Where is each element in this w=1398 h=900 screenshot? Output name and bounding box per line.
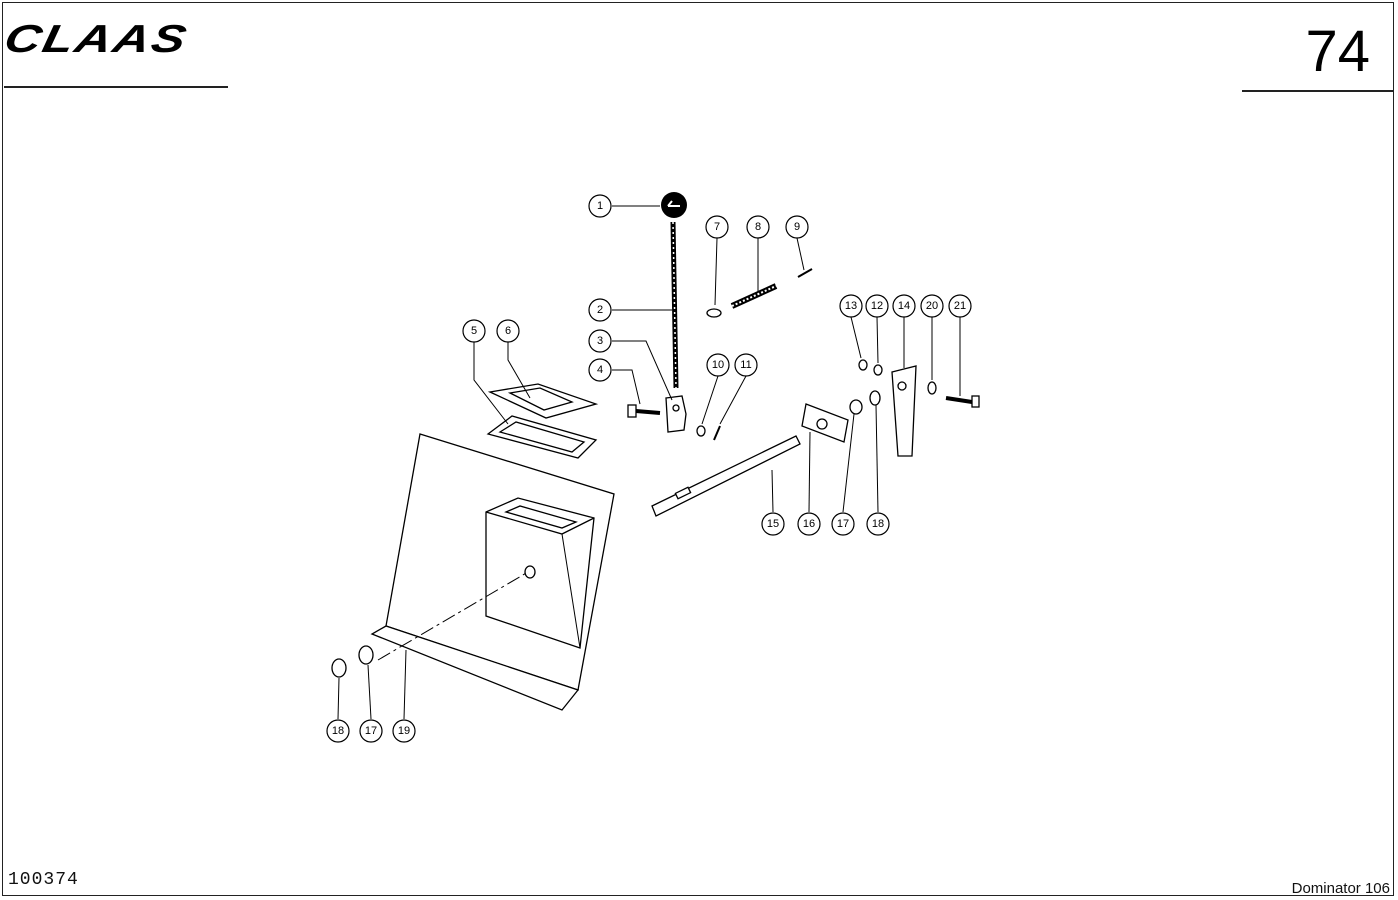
callout-7: 7 (705, 215, 729, 239)
part-10-washer (696, 425, 706, 437)
callout-6: 6 (496, 319, 520, 343)
svg-text:17: 17 (837, 518, 849, 530)
svg-text:16: 16 (803, 518, 815, 530)
part-7-ring (706, 308, 722, 318)
machine-model: Dominator 106 (1291, 880, 1390, 897)
callout-10: 10 (706, 353, 730, 377)
part-16-bearing-plate (801, 403, 849, 443)
callout-8: 8 (746, 215, 770, 239)
svg-text:12: 12 (871, 300, 883, 312)
callout-9: 9 (785, 215, 809, 239)
part-15-shaft (651, 435, 801, 517)
callout-21: 21 (948, 294, 972, 318)
part-14-lever-arm (891, 365, 917, 457)
svg-text:3: 3 (597, 335, 603, 347)
callout-18-right: 18 (866, 512, 890, 536)
svg-text:4: 4 (597, 364, 603, 376)
svg-text:6: 6 (505, 325, 511, 337)
callout-20: 20 (920, 294, 944, 318)
svg-text:19: 19 (398, 725, 410, 737)
part-21-bolt (945, 395, 980, 408)
leader-lines (337, 205, 961, 720)
part-5-gate-guide (486, 415, 598, 459)
svg-text:18: 18 (332, 725, 344, 737)
part-20-washer (927, 381, 937, 395)
part-4-bolt (627, 404, 661, 418)
svg-text:10: 10 (712, 359, 724, 371)
callout-15: 15 (761, 512, 785, 536)
svg-text:5: 5 (471, 325, 477, 337)
svg-text:9: 9 (794, 221, 800, 233)
svg-text:2: 2 (597, 304, 603, 316)
callout-5: 5 (462, 319, 486, 343)
part-17-bushing-right (849, 399, 863, 415)
callout-11: 11 (734, 353, 758, 377)
callout-19: 19 (392, 719, 416, 743)
page-number: 74 (1305, 19, 1370, 84)
callout-4: 4 (588, 358, 612, 382)
svg-text:8: 8 (755, 221, 761, 233)
callout-17-right: 17 (831, 512, 855, 536)
callout-1: 1 (588, 194, 612, 218)
callout-14: 14 (892, 294, 916, 318)
part-19-console-panel (370, 433, 615, 711)
svg-text:13: 13 (845, 300, 857, 312)
svg-text:15: 15 (767, 518, 779, 530)
part-12-washer (873, 364, 883, 376)
part-18-washer-right (869, 390, 881, 406)
svg-text:17: 17 (365, 725, 377, 737)
drawing-number: 100374 (8, 870, 79, 890)
part-3-block (665, 395, 687, 433)
header-rule-right (1242, 90, 1394, 92)
header-rule-left (4, 86, 228, 88)
part-6-gate-plate (487, 383, 599, 419)
callout-18-left: 18 (326, 719, 350, 743)
part-11-cotter-pin (713, 425, 721, 441)
callout-2: 2 (588, 298, 612, 322)
svg-text:7: 7 (714, 221, 720, 233)
svg-text:14: 14 (898, 300, 910, 312)
part-13-nut (858, 359, 868, 371)
callout-3: 3 (588, 329, 612, 353)
callout-17-left: 17 (359, 719, 383, 743)
svg-text:20: 20 (926, 300, 938, 312)
callout-13: 13 (839, 294, 863, 318)
callout-12: 12 (865, 294, 889, 318)
part-17-bushing-left (358, 645, 374, 665)
part-2-threaded-rod (670, 221, 679, 389)
part-1-knob (661, 192, 687, 218)
svg-text:1: 1 (597, 200, 603, 212)
part-18-washer-left (331, 658, 347, 678)
part-8-spring (730, 283, 778, 309)
svg-text:18: 18 (872, 518, 884, 530)
svg-text:21: 21 (954, 300, 966, 312)
part-9-pin (797, 268, 813, 278)
svg-text:11: 11 (740, 359, 751, 371)
callout-16: 16 (797, 512, 821, 536)
